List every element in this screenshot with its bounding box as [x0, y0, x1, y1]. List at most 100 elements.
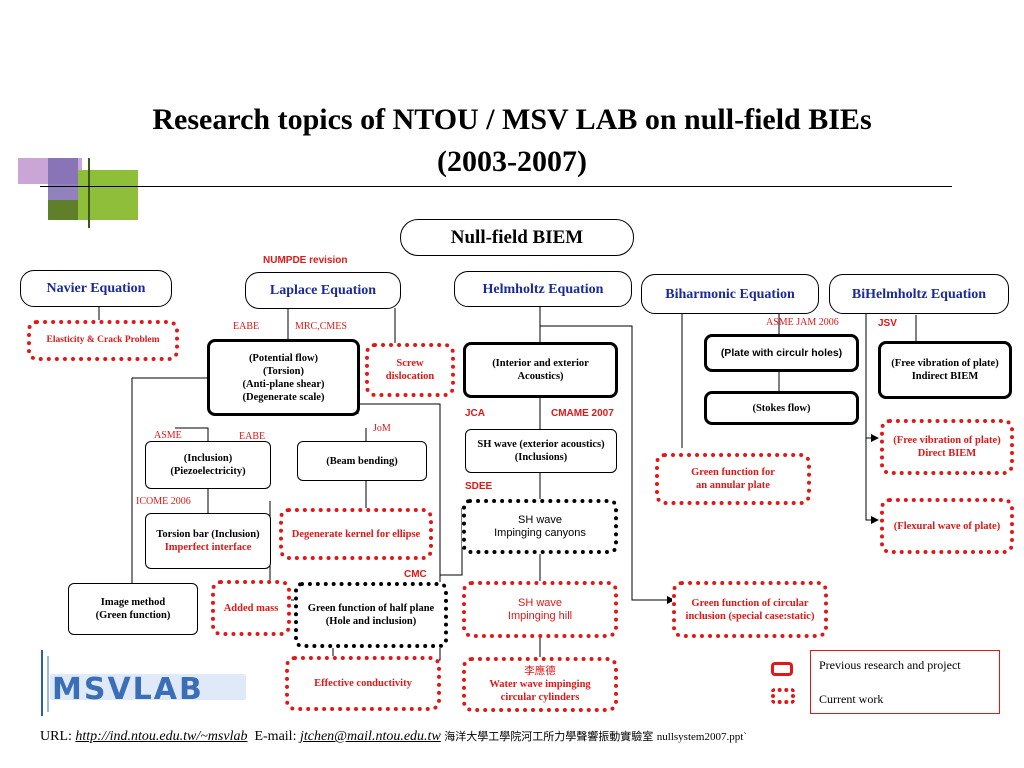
image-method-line-2: (Green function): [95, 610, 171, 621]
canyons-line-1: SH wave: [517, 513, 563, 526]
navier-equation-label: Navier Equation: [46, 281, 146, 296]
footer: URL: http://ind.ntou.edu.tw/~msvlab E-ma…: [40, 728, 747, 745]
msvlab-logo: MSVLAB: [22, 648, 248, 718]
slide-title-line1: Research topics of NTOU / MSV LAB on nul…: [152, 103, 872, 136]
plate-circular-holes-box: (Plate with circulr holes): [704, 334, 859, 372]
helmholtz-equation-label: Helmholtz Equation: [482, 281, 604, 297]
effective-conductivity-box: Effective conductivity: [285, 656, 441, 711]
legend-current-label: Current work: [819, 692, 884, 706]
water-wave-author: 李應德: [524, 665, 556, 677]
degenerate-kernel-box: Degenerate kernel for ellipse: [279, 508, 433, 560]
label-asme-jam: ASME JAM 2006: [766, 317, 839, 328]
potential-line-1: (Potential flow): [248, 352, 319, 364]
footer-url-link[interactable]: http://ind.ntou.edu.tw/~msvlab: [75, 729, 248, 744]
torsion-bar-box: Torsion bar (Inclusion) Imperfect interf…: [145, 513, 271, 569]
screw-line-2: dislocation: [385, 371, 435, 382]
half-plane-line-1: Green function of half plane: [307, 603, 435, 614]
screw-dislocation-box: Screw dislocation: [365, 343, 455, 397]
potential-line-2: (Torsion): [262, 365, 305, 377]
label-icome: ICOME 2006: [136, 496, 191, 507]
degenerate-kernel-label: Degenerate kernel for ellipse: [291, 528, 421, 540]
annular-line-2: an annular plate: [696, 480, 770, 491]
legend-box: [810, 650, 1000, 714]
slide-title-line2: (2003-2007): [437, 145, 587, 178]
beam-bending-label: (Beam bending): [326, 455, 398, 467]
half-plane-line-2: (Hole and inclusion): [325, 616, 417, 627]
stokes-flow-box: (Stokes flow): [704, 391, 859, 425]
circular-line-1: Green function of circular: [691, 597, 809, 609]
label-asme-1: ASME: [154, 430, 182, 441]
circular-line-2: inclusion (special case:static): [685, 610, 815, 622]
legend-solid-swatch: [771, 662, 793, 676]
msvlab-logo-graphic: [41, 650, 246, 716]
potential-line-4: (Degenerate scale): [242, 391, 325, 403]
hill-line-2: Impinging hill: [507, 609, 573, 622]
water-wave-line-2: circular cylinders: [500, 692, 580, 703]
inclusion-box: (Inclusion) (Piezoelectricity): [145, 441, 271, 489]
elasticity-crack-label: Elasticity & Crack Problem: [46, 335, 160, 345]
half-plane-box: Green function of half plane (Hole and i…: [294, 582, 448, 648]
biharmonic-equation-box: Biharmonic Equation: [641, 274, 819, 314]
sh-wave-hill-box: SH wave Impinging hill: [462, 581, 618, 638]
sh-wave-exterior-box: SH wave (exterior acoustics) (Inclusions…: [465, 429, 617, 473]
inclusion-line-1: (Inclusion): [183, 453, 233, 464]
beam-bending-box: (Beam bending): [297, 441, 427, 481]
image-method-box: Image method (Green function): [68, 583, 198, 635]
root-null-field-biem: Null-field BIEM: [400, 219, 634, 256]
label-jca: JCA: [465, 408, 486, 419]
added-mass-label: Added mass: [223, 602, 279, 614]
decor-square-purple-dark: [48, 158, 78, 208]
label-eabe-1: EABE: [233, 321, 260, 332]
laplace-equation-box: Laplace Equation: [245, 272, 401, 309]
torsion-line-2: Imperfect interface: [164, 542, 252, 553]
free-vibration-direct-box: (Free vibration of plate) Direct BIEM: [880, 419, 1014, 475]
acoustics-line-1: (Interior and exterior: [492, 358, 589, 369]
bihelmholtz-equation-label: BiHelmholtz Equation: [851, 286, 987, 302]
decor-horizontal-line: [40, 186, 952, 187]
water-wave-line-1: Water wave impinging: [489, 679, 591, 690]
label-mrc-cmes: MRC,CMES: [295, 321, 347, 332]
helmholtz-equation-box: Helmholtz Equation: [454, 271, 632, 307]
inclusion-line-2: (Piezoelectricity): [170, 466, 246, 477]
footer-email-label: E-mail:: [254, 729, 300, 744]
free-vibration-indirect-box: (Free vibration of plate) Indirect BIEM: [878, 341, 1012, 399]
added-mass-box: Added mass: [211, 580, 291, 636]
circular-inclusion-box: Green function of circular inclusion (sp…: [672, 581, 828, 638]
flexural-wave-label: (Flexural wave of plate): [893, 520, 1001, 532]
label-numpde: NUMPDE revision: [263, 255, 348, 266]
direct-line-1: (Free vibration of plate): [893, 435, 1001, 446]
legend-dotted-swatch: [771, 688, 795, 704]
indirect-line-1: (Free vibration of plate): [891, 358, 999, 369]
footer-chinese-text: 海洋大學工學院河工所力學聲響振動實驗室: [444, 730, 654, 743]
effective-conductivity-label: Effective conductivity: [314, 678, 412, 689]
sh-wave-canyons-box: SH wave Impinging canyons: [462, 499, 618, 554]
label-cmc: CMC: [404, 569, 427, 580]
decor-square-olive: [48, 200, 78, 220]
laplace-equation-label: Laplace Equation: [269, 283, 377, 298]
image-method-line-1: Image method: [100, 597, 166, 608]
footer-email-link[interactable]: jtchen@mail.ntou.edu.tw: [299, 729, 441, 744]
screw-line-1: Screw: [396, 358, 424, 369]
decor-vertical-line: [88, 158, 90, 228]
msvlab-logo-text: MSVLAB: [52, 672, 204, 707]
sh-wave-exterior-line-1: SH wave (exterior acoustics): [477, 439, 605, 450]
water-wave-box: 李應德 Water wave impinging circular cylind…: [462, 657, 618, 712]
hill-line-1: SH wave: [517, 596, 563, 609]
label-sdee: SDEE: [465, 481, 493, 492]
potential-line-3: (Anti-plane shear): [242, 378, 325, 390]
sh-wave-exterior-line-2: (Inclusions): [514, 452, 568, 463]
footer-url-label: URL:: [40, 729, 76, 744]
navier-equation-box: Navier Equation: [20, 270, 172, 307]
potential-flow-box: (Potential flow) (Torsion) (Anti-plane s…: [207, 339, 360, 416]
root-label: Null-field BIEM: [450, 227, 584, 248]
label-eabe-2: EABE: [239, 431, 266, 442]
direct-line-2: Direct BIEM: [917, 448, 977, 459]
plate-holes-label: (Plate with circulr holes): [720, 346, 843, 359]
footer-file-name: nullsystem2007.ppt`: [656, 731, 747, 743]
indirect-line-2: Indirect BIEM: [911, 371, 979, 382]
label-jom: JoM: [373, 423, 391, 434]
canyons-line-2: Impinging canyons: [494, 526, 586, 539]
biharmonic-equation-label: Biharmonic Equation: [665, 286, 795, 302]
acoustics-line-2: Acoustics): [517, 371, 564, 382]
stokes-flow-label: (Stokes flow): [752, 402, 811, 414]
